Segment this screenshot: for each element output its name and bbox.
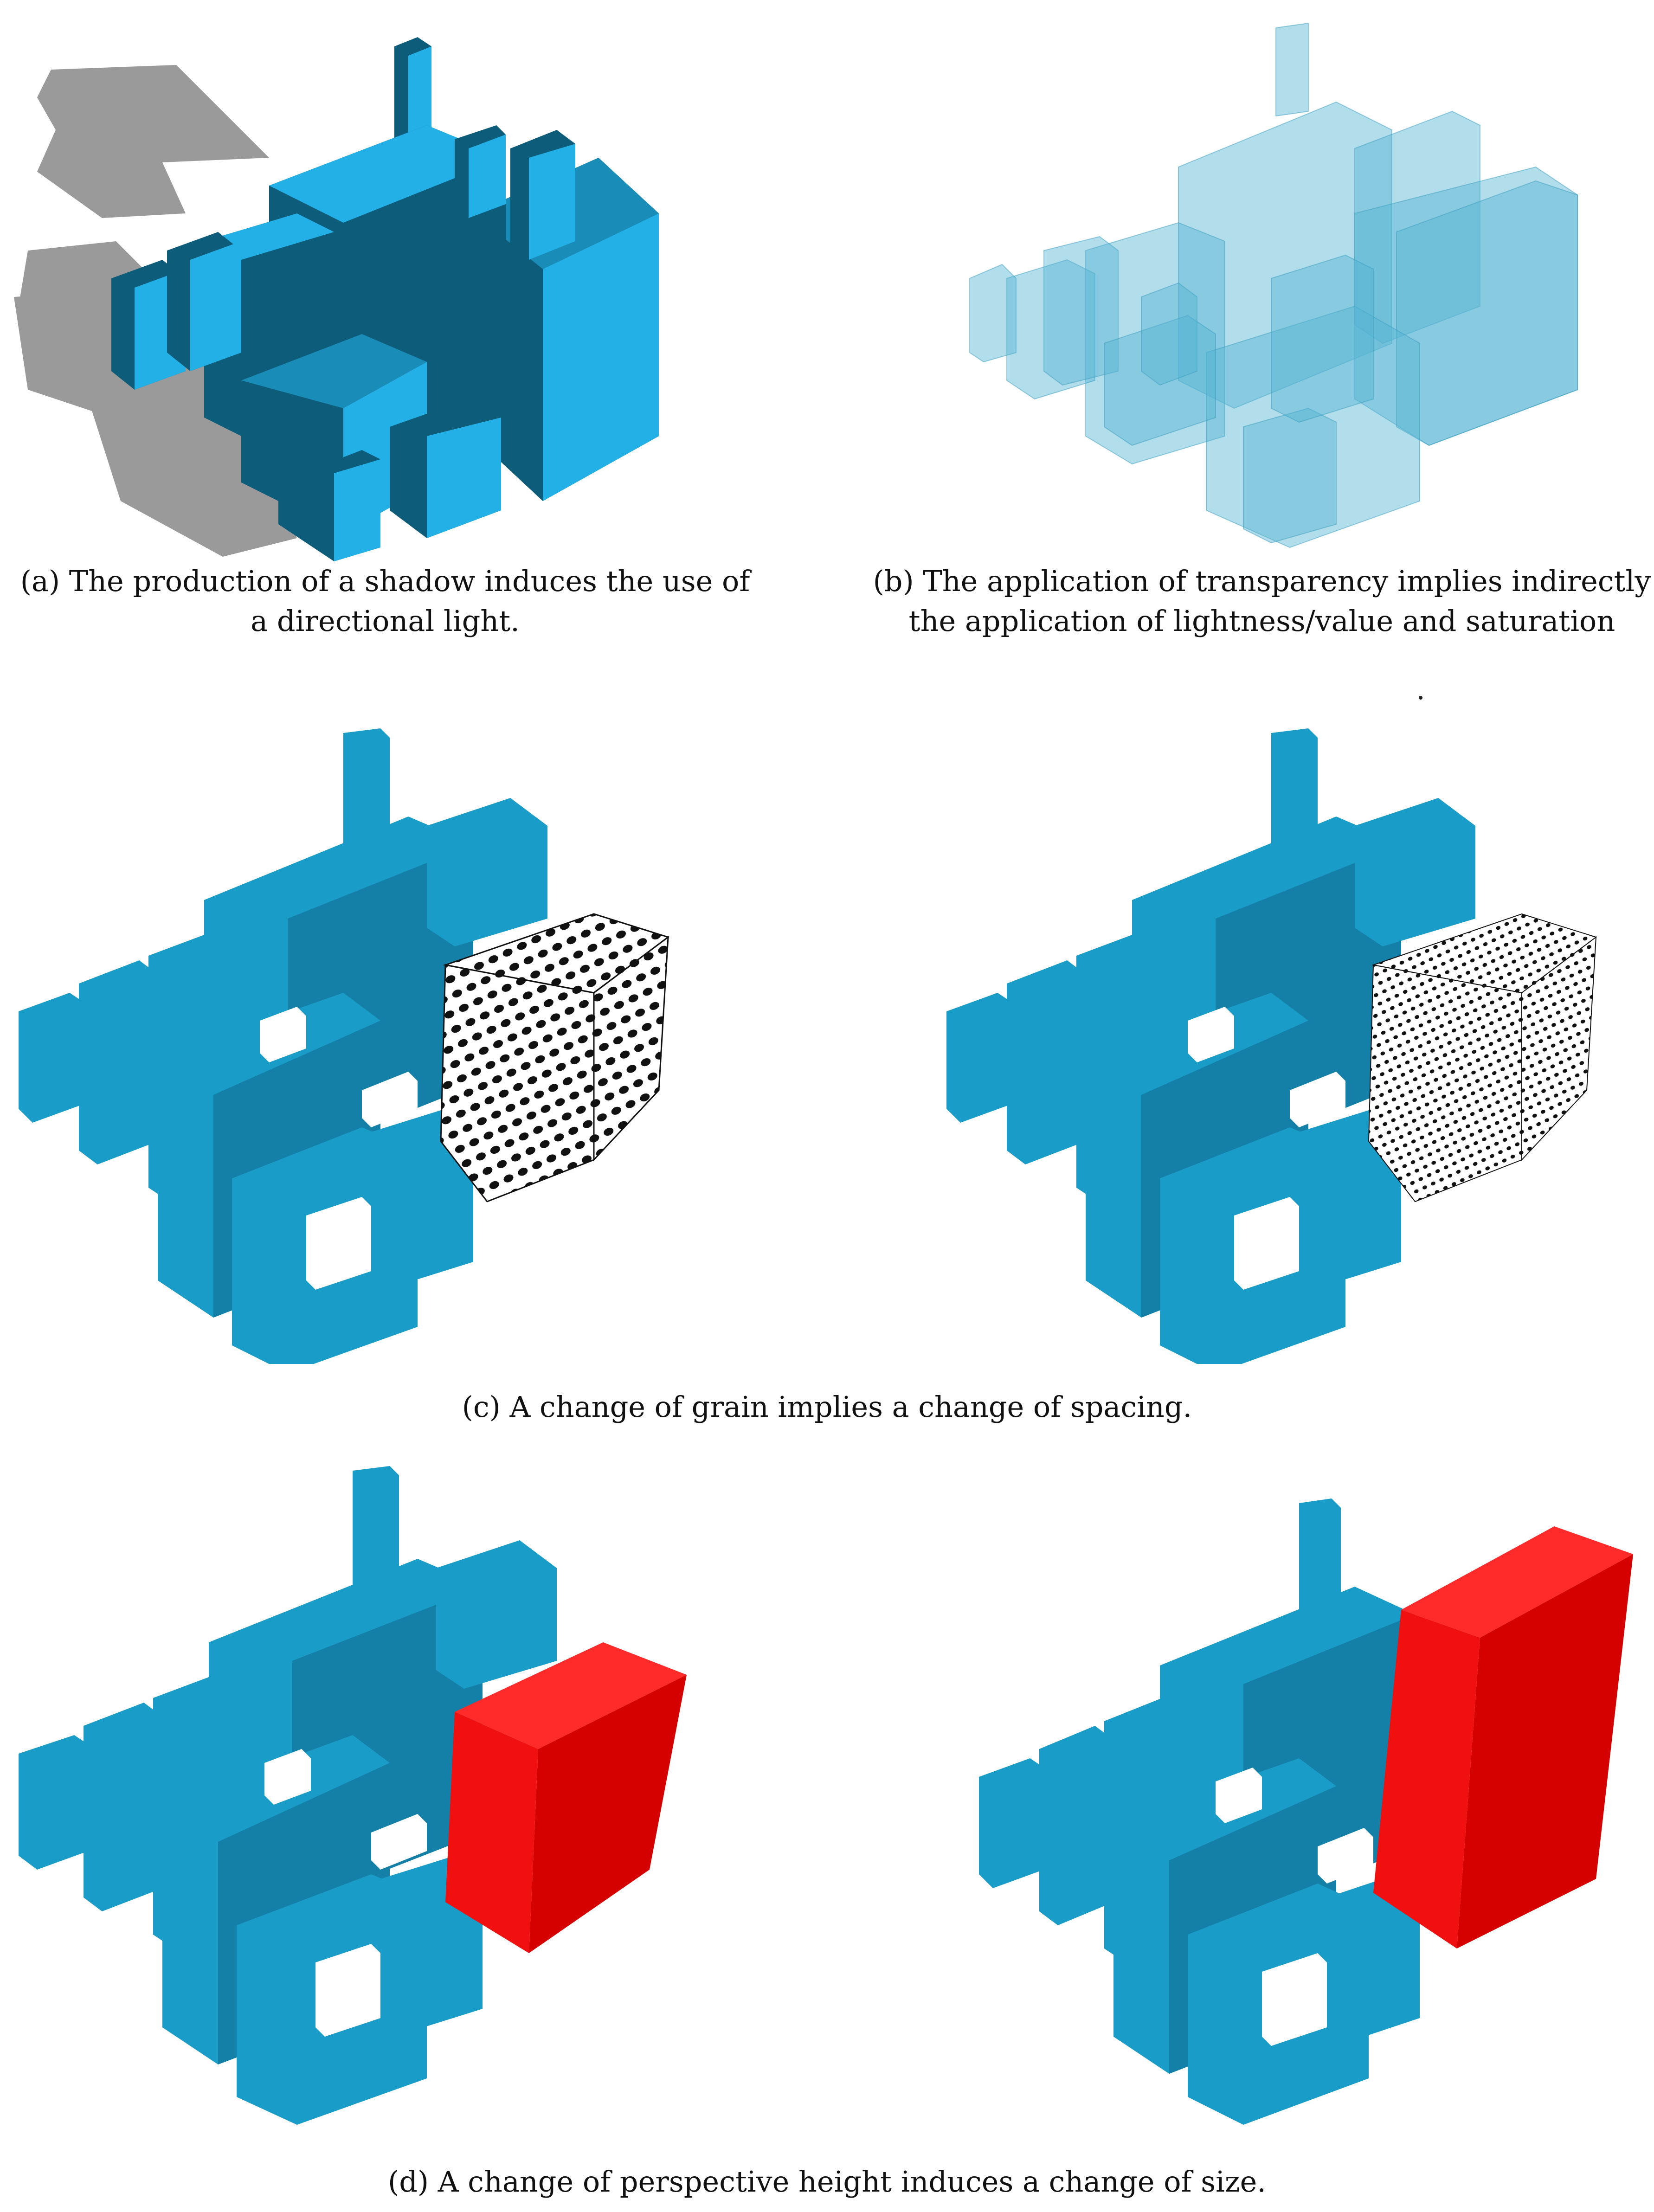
figure-c-coarse-grain-render xyxy=(9,724,677,1364)
blue-buildings-d-left xyxy=(19,1466,557,2125)
caption-c: (c) A change of grain implies a change o… xyxy=(0,1387,1654,1427)
red-block-small xyxy=(445,1642,687,1953)
caption-b: (b) The application of transparency impl… xyxy=(872,561,1652,641)
caption-a-line-1: (a) The production of a shadow induces t… xyxy=(20,564,750,598)
grain-block-fine xyxy=(1368,913,1597,1202)
caption-b-line-2: the application of lightness/value and s… xyxy=(908,604,1615,638)
caption-d-line-1: (d) A change of perspective height induc… xyxy=(388,2165,1266,2199)
blue-buildings-c-left xyxy=(19,728,547,1364)
figure-b-transparency-render xyxy=(965,19,1633,566)
caption-a: (a) The production of a shadow induces t… xyxy=(9,561,761,641)
red-block-large xyxy=(1373,1526,1633,1948)
grain-block-coarse xyxy=(440,913,670,1202)
shaded-buildings xyxy=(111,37,659,561)
figure-d-red-block-large xyxy=(956,1461,1642,2125)
blue-buildings-d-right xyxy=(979,1498,1420,2125)
figure-a-shadow-render xyxy=(9,19,677,566)
transparent-buildings xyxy=(969,22,1578,548)
stray-dot xyxy=(1419,696,1422,700)
blue-buildings-c-right xyxy=(946,728,1475,1364)
caption-a-line-2: a directional light. xyxy=(251,604,520,638)
caption-c-line-1: (c) A change of grain implies a change o… xyxy=(462,1390,1192,1424)
figure-c-fine-grain-render xyxy=(937,724,1605,1364)
figure-d-red-block-small xyxy=(9,1461,696,2125)
caption-b-line-1: (b) The application of transparency impl… xyxy=(873,564,1651,598)
caption-d: (d) A change of perspective height induc… xyxy=(0,2162,1654,2202)
